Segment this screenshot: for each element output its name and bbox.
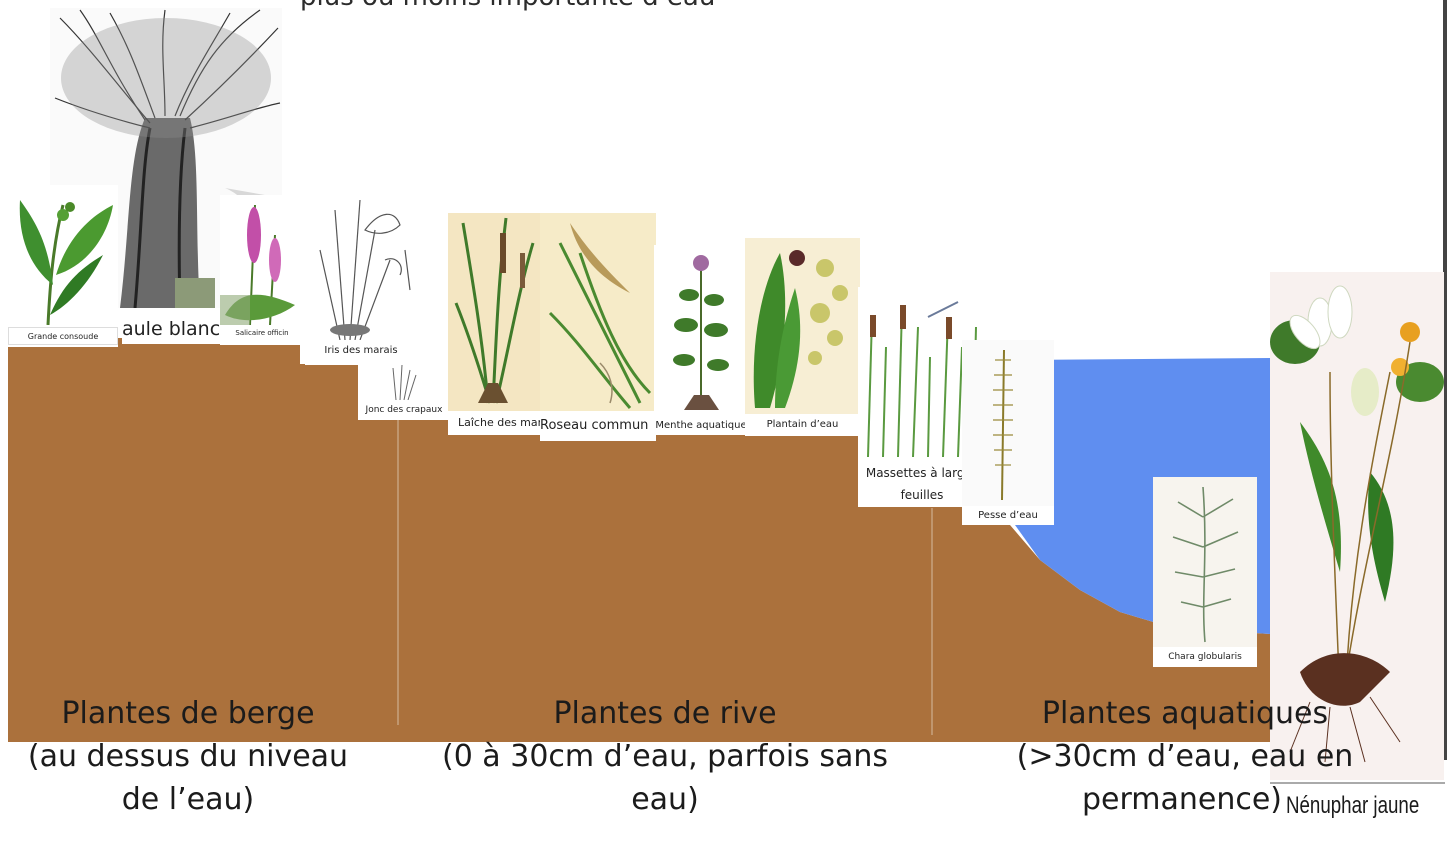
plant-card-chara: Chara globularis	[1153, 477, 1257, 667]
reed-illustration	[540, 213, 656, 411]
plant-card-iris: Iris des marais	[305, 190, 417, 365]
water-mint-illustration	[654, 245, 748, 415]
label-iris: Iris des marais	[305, 342, 417, 360]
toad-rush-illustration	[358, 360, 450, 400]
label-roseau: Roseau commun	[540, 413, 656, 439]
label-nenuphar: Nénuphar jaune	[1286, 792, 1419, 820]
label-grande-consoude: Grande consoude	[8, 327, 118, 345]
sedge-illustration	[448, 213, 543, 411]
mares-tail-illustration	[962, 340, 1054, 506]
plant-card-laiche: Laîche des mar	[448, 213, 543, 435]
label-saule-blanc: aule blanc	[122, 314, 226, 344]
zone-berge-line1: Plantes de berge	[8, 692, 368, 735]
label-laiche: Laîche des mar	[448, 413, 543, 433]
zone-rive-line1: Plantes de rive	[430, 692, 900, 735]
chara-illustration	[1153, 477, 1257, 647]
zone-aquatiques-line2: (>30cm d’eau, eau en	[1000, 735, 1370, 778]
zone-berge-line3: de l’eau)	[8, 778, 368, 821]
zone-aquatiques-line1: Plantes aquatiques	[1000, 692, 1370, 735]
label-chara: Chara globularis	[1153, 649, 1257, 665]
zone-rive-line2: (0 à 30cm d’eau, parfois sans	[430, 735, 900, 778]
zone-berge-line2: (au dessus du niveau	[8, 735, 368, 778]
iris-illustration	[305, 190, 417, 340]
water-plantain-illustration	[745, 238, 860, 414]
label-pesse: Pesse d’eau	[962, 508, 1054, 524]
label-menthe: Menthe aquatique	[654, 417, 748, 435]
comfrey-illustration	[8, 185, 118, 325]
plant-card-grande-consoude: Grande consoude	[8, 185, 118, 347]
zone-label-berge: Plantes de berge (au dessus du niveau de…	[8, 692, 368, 821]
label-salicaire: Salicaire officin	[222, 325, 302, 341]
plant-card-salicaire: Salicaire officin	[220, 195, 302, 345]
plant-card-menthe: Menthe aquatique	[654, 245, 748, 435]
label-plantain: Plantain d’eau	[745, 416, 860, 434]
plant-card-plantain: Plantain d’eau	[745, 238, 860, 436]
plant-card-roseau: Roseau commun	[540, 213, 656, 441]
plant-card-pesse: Pesse d’eau	[962, 340, 1054, 525]
zone-rive-line3: eau)	[430, 778, 900, 821]
loosestrife-illustration	[220, 195, 302, 325]
plant-card-jonc: Jonc des crapaux	[358, 360, 450, 420]
label-jonc: Jonc des crapaux	[358, 402, 450, 418]
zone-label-rive: Plantes de rive (0 à 30cm d’eau, parfois…	[430, 692, 900, 821]
